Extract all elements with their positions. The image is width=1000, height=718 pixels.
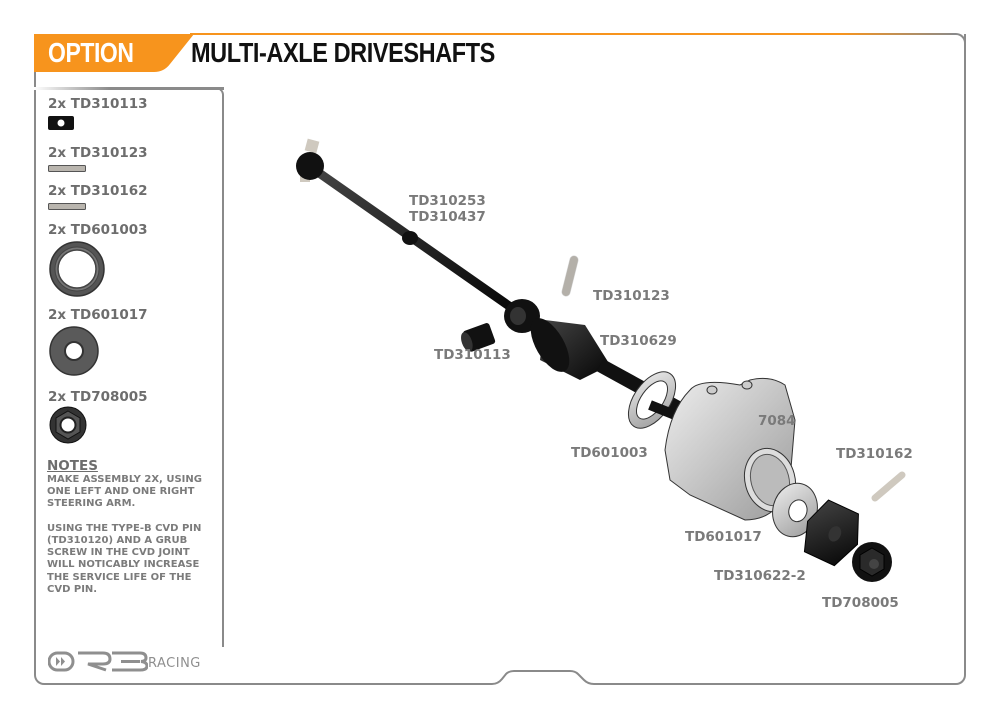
grub-screw-icon [48,116,74,130]
orb-racing-logo: RACING [47,650,200,678]
callout-axle: TD310629 [600,333,677,349]
exploded-view-diagram [296,138,906,582]
frame-top-line [190,33,956,35]
panel-top-fade [34,87,224,90]
callout-pin: TD310162 [836,446,913,462]
nut-icon [49,406,87,444]
callout-bearing: TD601003 [571,445,648,461]
pin-icon [48,203,86,210]
nut-part [852,542,892,582]
callout-steering-hub: 7084 [758,413,796,429]
frame-corner [952,33,966,47]
notes-text: MAKE ASSEMBLY 2X, USING ONE LEFT AND ONE… [47,474,202,595]
bearing-part [772,482,818,538]
hex-adapter-part [803,499,859,567]
option-tab-background [34,34,194,72]
notes-title: NOTES [47,458,98,474]
callout-grub-screw: TD310113 [434,347,511,363]
driveshaft-part [296,138,540,333]
parts-list-item: 2x TD708005 [48,389,148,405]
pin-part [871,471,906,502]
bearing-icon [49,326,99,376]
logo-racing-text: RACING [148,656,201,671]
callout-driveshaft: TD310253 TD310437 [409,193,486,225]
parts-list-item: 2x TD310113 [48,96,148,112]
pin-part [562,256,578,296]
callout-bearing: TD601017 [685,529,762,545]
page-title: MULTI-AXLE DRIVESHAFTS [191,37,495,68]
orb-logo-icon [47,651,149,672]
callout-hex-adapter: TD310622-2 [714,568,806,584]
callout-pin: TD310123 [593,288,670,304]
axle-part [530,318,704,427]
grub-screw-part [461,323,496,352]
bearing-icon [49,241,105,297]
parts-list-item: 2x TD601017 [48,307,148,323]
frame-bottom-notch-right [540,660,600,690]
parts-list-item: 2x TD310123 [48,145,148,161]
option-label: OPTION [48,37,134,68]
pin-icon [48,165,86,172]
parts-list-item: 2x TD310162 [48,183,148,199]
callout-nut: TD708005 [822,595,899,611]
parts-list-item: 2x TD601003 [48,222,148,238]
